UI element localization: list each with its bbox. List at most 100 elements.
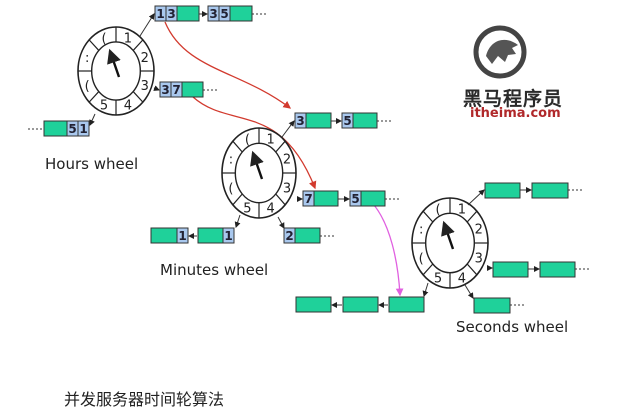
- seconds-node: [295, 296, 332, 313]
- wheel-slot-label: 3: [283, 181, 291, 196]
- minutes-node: 1: [197, 227, 235, 244]
- node-payload-cell: [342, 296, 379, 313]
- pointer-arrow: [139, 13, 155, 37]
- wheel-slot-label: 3: [475, 251, 483, 266]
- node-digit: 5: [68, 122, 76, 136]
- wheel-slot-label: 4: [266, 202, 274, 217]
- node-digit: 3: [167, 7, 175, 21]
- node-payload-cell: [150, 227, 178, 244]
- wheel-slot-label: (: [436, 202, 441, 217]
- wheel-slot-label: 2: [475, 223, 483, 238]
- node-digit: 1: [224, 229, 232, 243]
- node-payload-cell: [484, 182, 521, 199]
- node-digit: 1: [156, 7, 164, 21]
- minutes-node: 7: [302, 190, 339, 207]
- seconds-wheel-label: Seconds wheel: [456, 318, 569, 336]
- minutes-wheel-label: Minutes wheel: [160, 261, 269, 279]
- pointer-arrow: [277, 216, 285, 229]
- wheel-slot-label: 2: [283, 153, 291, 168]
- logo-text-cn: 黑马程序员: [463, 88, 564, 110]
- wheel-slot-divider: [275, 140, 286, 153]
- logo-horse-head: [486, 39, 518, 64]
- wheel-slot-divider: [466, 210, 478, 223]
- node-payload-cell: [352, 112, 378, 129]
- wheel-slot-divider: [422, 263, 434, 276]
- node-digit: 3: [209, 7, 217, 21]
- node-digit: 1: [178, 229, 186, 243]
- wheel-pointer: [250, 150, 264, 180]
- wheel-slot-divider: [422, 210, 434, 223]
- seconds-node: [473, 297, 511, 314]
- wheel-slot-label: 4: [458, 272, 466, 287]
- seconds-node: [539, 261, 576, 278]
- wheel-slot-label: 1: [124, 31, 132, 46]
- pointer-arrow: [281, 120, 295, 138]
- wheel-slot-label: :: [419, 223, 423, 238]
- hours-wheel-label: Hours wheel: [45, 155, 139, 173]
- node-payload-cell: [473, 297, 511, 314]
- wheel-slot-label: 1: [458, 202, 466, 217]
- node-digit: 1: [79, 122, 87, 136]
- pink-cascade-arrow: [373, 204, 404, 297]
- wheel-slot-divider: [275, 193, 286, 206]
- node-payload-cell: [492, 261, 529, 278]
- node-payload-cell: [176, 5, 200, 22]
- wheel-slot-divider: [232, 193, 243, 206]
- pointer-arrow: [234, 214, 241, 228]
- pointer-arrow: [422, 282, 429, 297]
- wheel-slot-label: :: [85, 51, 89, 66]
- wheel-slot-label: (: [85, 79, 90, 94]
- wheel-slot-label: 5: [434, 272, 442, 287]
- wheel-slot-divider: [232, 140, 243, 153]
- red-cascade-arrow-2: [192, 96, 317, 190]
- node-digit-cell: [222, 227, 235, 244]
- node-digit: 3: [296, 114, 304, 128]
- seconds-node: [492, 261, 529, 278]
- wheel-slot-label: (: [228, 181, 233, 196]
- wheel-slot-divider: [132, 91, 144, 103]
- node-digit: 2: [285, 229, 293, 243]
- node-payload-cell: [295, 296, 332, 313]
- minutes-node: 2: [283, 227, 321, 244]
- wheel-slot-label: (: [102, 31, 107, 46]
- node-payload-cell: [531, 182, 569, 199]
- minutes-node: 1: [150, 227, 189, 244]
- node-digit: 5: [343, 114, 351, 128]
- pointer-arrow: [464, 284, 474, 299]
- seconds-node: [388, 296, 425, 313]
- node-payload-cell: [360, 190, 386, 207]
- wheel-slot-label: 2: [141, 51, 149, 66]
- node-payload-cell: [43, 120, 68, 137]
- pointer-arrow: [467, 189, 485, 206]
- minutes-node: 5: [349, 190, 386, 207]
- wheel-slot-divider: [88, 39, 100, 51]
- node-payload-cell: [229, 5, 253, 22]
- seconds-wheel: 12 34 5 (: (: [411, 197, 489, 289]
- itheima-logo-emblem: [473, 25, 527, 79]
- wheel-slot-label: 3: [141, 79, 149, 94]
- seconds-node: [342, 296, 379, 313]
- logo-text-en: itheima.com: [470, 106, 561, 121]
- minutes-node: 3: [294, 112, 332, 129]
- minutes-node: 5: [341, 112, 378, 129]
- wheel-slot-label: 4: [124, 99, 132, 114]
- pointer-arrow: [153, 85, 160, 91]
- pointer-arrow: [89, 113, 96, 126]
- node-digit-cell: [176, 227, 189, 244]
- wheel-slot-label: 5: [243, 202, 251, 217]
- node-digit: 7: [172, 83, 180, 97]
- wheel-slot-label: (: [419, 251, 424, 266]
- wheel-pointer: [441, 220, 455, 250]
- node-digit: 5: [351, 192, 359, 206]
- wheel-slot-divider: [88, 91, 100, 103]
- wheel-slot-label: 1: [266, 132, 274, 147]
- wheel-pointer: [107, 48, 121, 78]
- node-payload-cell: [539, 261, 576, 278]
- logo-ring: [473, 25, 527, 79]
